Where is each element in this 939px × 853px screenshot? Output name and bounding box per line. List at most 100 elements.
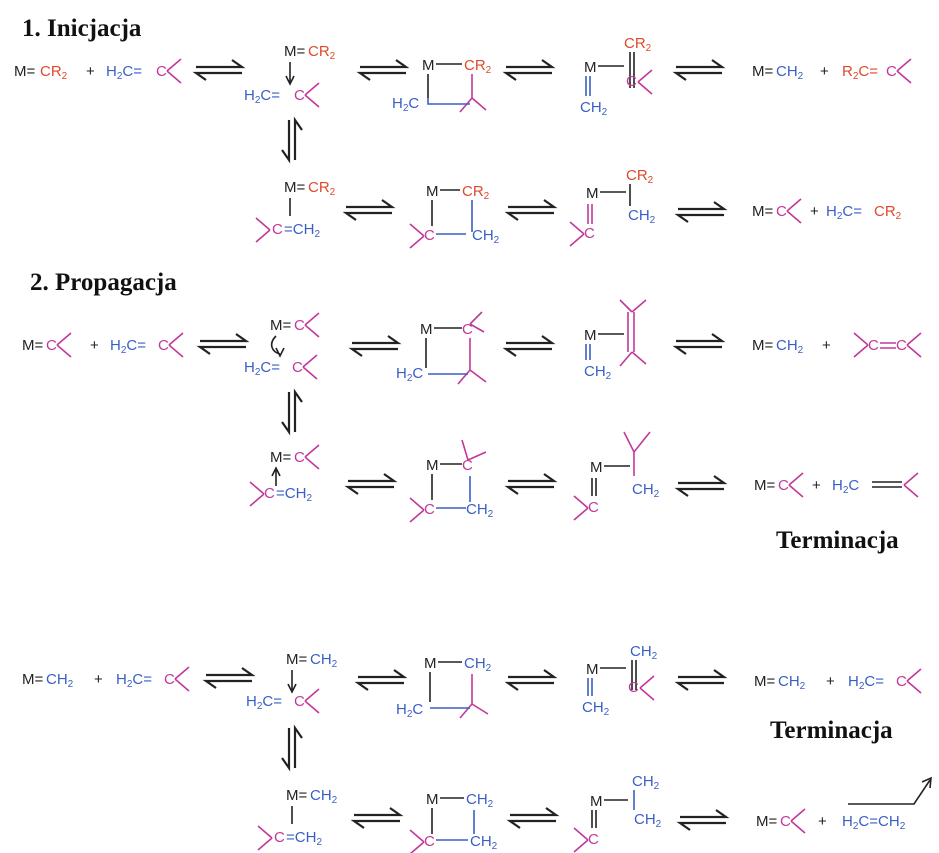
svg-text:C: C xyxy=(776,203,787,220)
svg-text:M=: M= xyxy=(14,63,36,80)
species-pi-complex: M= CH2 H2C= C xyxy=(246,651,338,714)
species-metal-alkylidene: M= C xyxy=(22,332,72,358)
svg-text:M=: M= xyxy=(752,63,774,80)
svg-text:M: M xyxy=(420,321,433,338)
svg-text:M=: M= xyxy=(756,813,778,830)
species-products: M= CH2 + C C xyxy=(752,332,922,358)
termination-row-1: M= CH2 + H2C= C M= CH2 H2C= C M CH2 H2C xyxy=(22,643,922,720)
svg-text:H2C: H2C xyxy=(832,477,859,496)
plus-sign: + xyxy=(90,337,99,354)
svg-text:M=: M= xyxy=(284,179,306,196)
svg-text:M: M xyxy=(586,185,599,202)
svg-text:C: C xyxy=(868,337,879,354)
species-metal-methylidene: M= CH2 xyxy=(22,671,74,690)
svg-text:H2C=: H2C= xyxy=(110,337,146,356)
initiation-row-2: M= CR2 C =CH2 M CR2 C CH2 M CR2 CH2 C xyxy=(255,167,902,249)
termination-row-2: M= CH2 C =CH2 M CH2 C CH2 M CH2 CH2 C xyxy=(257,773,932,853)
species-products-alt: M= C + H2C xyxy=(754,472,919,498)
svg-text:M=: M= xyxy=(286,787,308,804)
escape-arrow xyxy=(848,776,932,805)
svg-text:H2C=: H2C= xyxy=(244,87,280,106)
svg-text:C: C xyxy=(156,63,167,80)
svg-text:M: M xyxy=(590,793,603,810)
svg-text:CH2: CH2 xyxy=(584,363,612,382)
equilibrium-arrow xyxy=(678,808,728,832)
species-product-complex: M CH2 C CH2 xyxy=(582,643,658,718)
svg-text:CR2: CR2 xyxy=(874,203,902,222)
species-olefin: H2C= C xyxy=(116,666,190,692)
svg-text:M=: M= xyxy=(270,449,292,466)
species-metallacyclobutane-alt: M CR2 C CH2 xyxy=(409,183,500,249)
svg-text:CR2: CR2 xyxy=(462,183,490,202)
heading-propagation: 2. Propagacja xyxy=(30,269,177,296)
svg-text:C: C xyxy=(588,499,599,516)
svg-text:CH2: CH2 xyxy=(466,791,494,810)
svg-text:C: C xyxy=(626,73,637,90)
species-metallacyclobutane-alt: M C C CH2 xyxy=(409,439,494,523)
species-olefin: H2C= C xyxy=(106,58,182,84)
vertical-equilibrium-arrow xyxy=(280,726,304,770)
svg-text:C: C xyxy=(292,359,303,376)
svg-text:C: C xyxy=(164,671,175,688)
svg-text:+: + xyxy=(826,673,835,690)
equilibrium-arrow xyxy=(506,472,556,496)
equilibrium-arrow xyxy=(204,666,254,690)
svg-text:CH2: CH2 xyxy=(46,671,74,690)
svg-text:C: C xyxy=(294,317,305,334)
svg-text:M=: M= xyxy=(752,337,774,354)
svg-text:+: + xyxy=(818,813,827,830)
svg-text:CH2: CH2 xyxy=(580,99,608,118)
svg-text:CH2: CH2 xyxy=(630,643,658,662)
svg-text:M=: M= xyxy=(22,671,44,688)
svg-text:M=: M= xyxy=(754,477,776,494)
species-metallacyclobutane: M CR2 H2C xyxy=(392,57,492,114)
svg-text:M=: M= xyxy=(22,337,44,354)
svg-text:C: C xyxy=(424,501,435,518)
svg-text:C: C xyxy=(294,693,305,710)
svg-text:M: M xyxy=(424,655,437,672)
svg-text:M: M xyxy=(426,791,439,808)
svg-text:CH2: CH2 xyxy=(310,787,338,806)
svg-text:C: C xyxy=(886,63,897,80)
svg-text:C: C xyxy=(46,337,57,354)
species-pi-complex-alt: M= CH2 C =CH2 xyxy=(257,787,338,851)
svg-text:H2C=: H2C= xyxy=(246,693,282,712)
vertical-equilibrium-arrow xyxy=(280,118,304,162)
svg-text:M: M xyxy=(426,183,439,200)
svg-text:C: C xyxy=(294,449,305,466)
heading-initiation: 1. Inicjacja xyxy=(22,15,142,42)
svg-text:+: + xyxy=(820,63,829,80)
svg-text:M: M xyxy=(426,457,439,474)
species-metallacyclobutane: M CH2 H2C xyxy=(396,655,492,720)
svg-text:+: + xyxy=(812,477,821,494)
svg-text:H2C=: H2C= xyxy=(826,203,862,222)
svg-text:H2C=: H2C= xyxy=(116,671,152,690)
svg-text:C: C xyxy=(294,87,305,104)
svg-text:H2C: H2C xyxy=(396,701,423,720)
svg-text:C: C xyxy=(264,485,275,502)
svg-text:CR2: CR2 xyxy=(626,167,654,186)
species-metal-carbene-cr2: M= CR2 xyxy=(14,63,68,82)
svg-text:CH2: CH2 xyxy=(632,481,660,500)
species-product-complex-alt: M CH2 C xyxy=(573,431,660,521)
svg-text:C: C xyxy=(588,831,599,848)
svg-text:CR2: CR2 xyxy=(464,57,492,76)
svg-text:H2C=CH2: H2C=CH2 xyxy=(842,813,906,832)
equilibrium-arrow xyxy=(676,668,726,692)
svg-text:CH2: CH2 xyxy=(470,833,498,852)
svg-text:CH2: CH2 xyxy=(582,699,610,718)
heading-termination-1: Terminacja xyxy=(776,527,899,554)
equilibrium-arrow xyxy=(352,806,402,830)
species-olefin: H2C= C xyxy=(110,332,184,358)
species-product-complex: M CH2 CR2 C xyxy=(580,35,653,118)
svg-text:CH2: CH2 xyxy=(778,673,806,692)
equilibrium-arrow xyxy=(344,198,394,222)
svg-text:CH2: CH2 xyxy=(776,63,804,82)
equilibrium-arrow xyxy=(504,334,554,358)
species-products: M= CH2 + R2C= C xyxy=(752,58,912,84)
svg-text:C: C xyxy=(424,227,435,244)
svg-text:CH2: CH2 xyxy=(776,337,804,356)
equilibrium-arrow xyxy=(350,334,400,358)
svg-text:H2C: H2C xyxy=(392,95,419,114)
svg-text:M: M xyxy=(584,327,597,344)
